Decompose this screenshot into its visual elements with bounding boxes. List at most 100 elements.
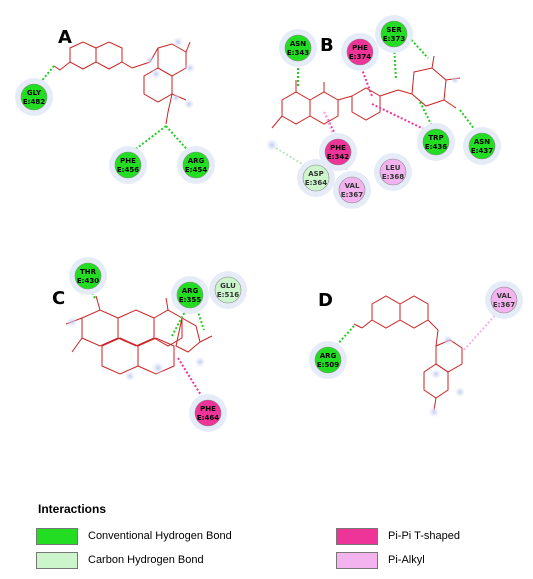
legend-item-pi-pi-t-shaped: Pi-Pi T-shaped (336, 526, 460, 546)
residue-position: E:516 (217, 291, 239, 299)
panel-c-letter: C (52, 288, 65, 309)
residue-position: E:437 (471, 147, 493, 155)
legend-label-conventional-hbond: Conventional Hydrogen Bond (88, 530, 232, 542)
residue-circle (302, 164, 330, 192)
residue-position: E:373 (383, 35, 405, 43)
panel-b-halos (266, 76, 459, 151)
residue-circle (490, 286, 518, 314)
residue-name: GLU (220, 282, 236, 290)
residue-position: E:509 (317, 361, 339, 369)
legend-label-carbon-hbond: Carbon Hydrogen Bond (88, 554, 204, 566)
legend-title: Interactions (38, 502, 107, 516)
residue-name: ASP (308, 170, 324, 178)
legend-swatch-pi-pi-t-shaped (336, 527, 378, 545)
residue-circle (20, 83, 48, 111)
residue-position: E:464 (197, 414, 219, 422)
residue-name: PHE (120, 157, 136, 165)
panel-a-letter: A (58, 27, 72, 48)
residue-name: VAL (497, 292, 512, 300)
legend-swatch-conventional-hbond (36, 527, 78, 545)
residue-position: E:355 (179, 296, 201, 304)
residue-position: E:454 (185, 166, 207, 174)
residue-position: E:364 (305, 179, 327, 187)
residue-circle (468, 132, 496, 160)
panel-a: A (33, 27, 195, 156)
residue-name: GLY (27, 89, 42, 97)
panel-d: D (318, 290, 499, 417)
panel-d-ligand (353, 295, 463, 411)
residue-name: PHE (352, 44, 368, 52)
panel-a-ligand (53, 41, 191, 125)
panel-b: B (266, 33, 479, 179)
residue-circle (338, 176, 366, 204)
residue-position: E:430 (77, 277, 99, 285)
legend-swatch-carbon-hbond (36, 551, 78, 569)
panel-d-letter: D (318, 290, 333, 311)
residue-name: VAL (345, 182, 360, 190)
residue-name: ASN (290, 40, 306, 48)
panel-c: C (52, 285, 213, 401)
residue-name: ASN (474, 138, 490, 146)
residue-position: E:342 (327, 153, 349, 161)
residue-circle (114, 151, 142, 179)
panel-c-ligand (65, 295, 213, 375)
panel-b-letter: B (320, 35, 334, 56)
residue-position: E:367 (341, 191, 363, 199)
residue-name: THR (80, 268, 97, 276)
residue-circle (380, 20, 408, 48)
residue-name: LEU (386, 164, 401, 172)
residue-name: SER (386, 26, 402, 34)
residue-circle (346, 38, 374, 66)
residue-position: E:436 (425, 143, 447, 151)
interaction-diagram-figure: A B (15, 15, 523, 432)
residue-circle (284, 34, 312, 62)
residue-circle (214, 276, 242, 304)
legend-label-pi-pi-t-shaped: Pi-Pi T-shaped (388, 530, 460, 542)
residue-circle (194, 399, 222, 427)
residue-position: E:374 (349, 53, 371, 61)
residue-name: PHE (330, 144, 346, 152)
panel-d-halos (429, 335, 465, 417)
residue-name: ARG (320, 352, 337, 360)
residue-circle (422, 128, 450, 156)
panel-b-ligand (271, 55, 461, 129)
residue-circle (314, 346, 342, 374)
residue-name: TRP (428, 134, 443, 142)
residue-circle (182, 151, 210, 179)
panel-a-halos (146, 37, 195, 109)
residue-position: E:482 (23, 98, 45, 106)
residue-position: E:343 (287, 49, 309, 57)
residue-position: E:456 (117, 166, 139, 174)
residue-position: E:367 (493, 301, 515, 309)
legend-item-pi-alkyl: Pi-Alkyl (336, 550, 425, 570)
legend-label-pi-alkyl: Pi-Alkyl (388, 554, 425, 566)
legend-swatch-pi-alkyl (336, 551, 378, 569)
residue-circle (74, 262, 102, 290)
interactions-legend: Interactions Conventional Hydrogen Bond … (36, 502, 516, 572)
legend-item-carbon-hbond: Carbon Hydrogen Bond (36, 550, 204, 570)
residue-circle (176, 281, 204, 309)
residue-name: ARG (188, 157, 205, 165)
residue-name: PHE (200, 405, 216, 413)
legend-item-conventional-hbond: Conventional Hydrogen Bond (36, 526, 232, 546)
residue-circle (379, 158, 407, 186)
residue-circle (324, 138, 352, 166)
